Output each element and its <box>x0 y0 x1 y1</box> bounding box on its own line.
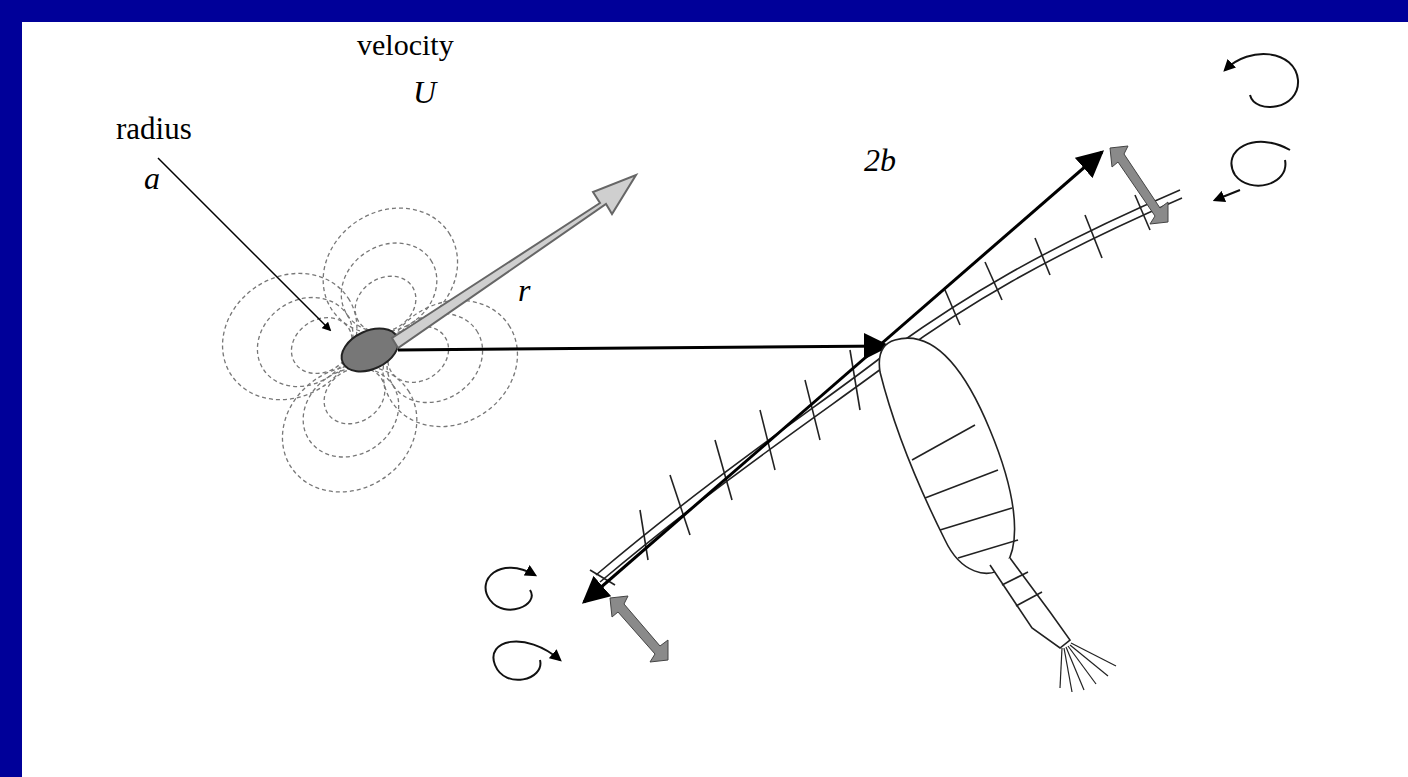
span-arrow <box>584 152 1102 602</box>
beat-arrows <box>610 146 1168 662</box>
vortex-swirls <box>486 54 1299 680</box>
copepod-antennae <box>590 190 1182 585</box>
leader-line <box>158 158 330 330</box>
figure-label: a <box>144 162 160 194</box>
slide-panel <box>22 22 1408 777</box>
figure-label: U <box>413 76 436 108</box>
distance-arrow <box>398 346 888 350</box>
figure-label: r <box>518 274 530 306</box>
particle <box>335 320 405 380</box>
figure-label: radius <box>116 113 192 144</box>
copepod-body <box>879 338 1070 648</box>
copepod-furca <box>1060 643 1116 692</box>
figure-label: 2b <box>864 144 896 176</box>
velocity-arrow <box>392 175 636 348</box>
figure-label: velocity <box>357 30 454 60</box>
